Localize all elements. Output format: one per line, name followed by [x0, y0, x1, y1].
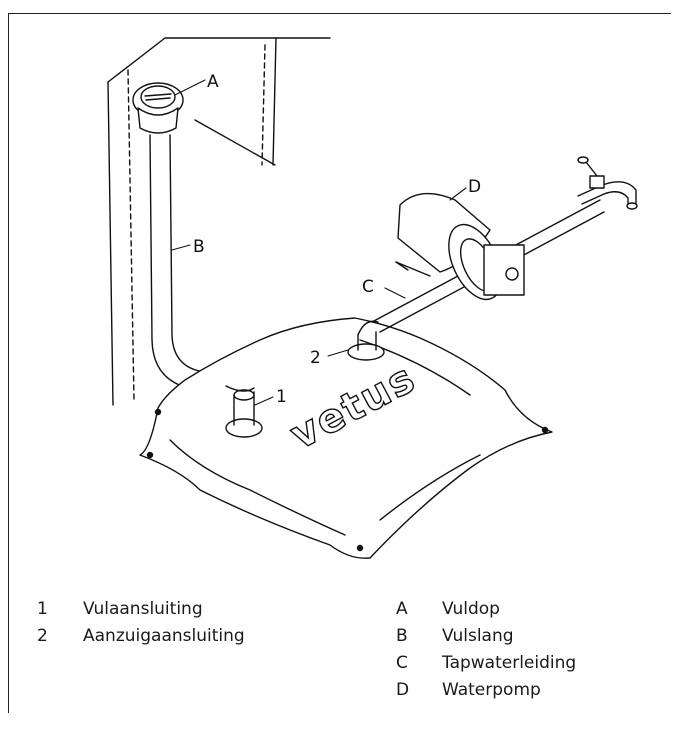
legend-key: C	[396, 653, 408, 673]
legend-item: 2 Aanzuigaansluiting	[37, 623, 245, 650]
bladder-tank	[139, 317, 553, 559]
legend-label: Tapwaterleiding	[442, 653, 577, 673]
legend-label: Vulaansluiting	[83, 599, 203, 619]
legend-left: 1 Vulaansluiting 2 Aanzuigaansluiting	[37, 596, 245, 650]
legend-item: D Waterpomp	[396, 677, 576, 704]
callout-1: 1	[276, 387, 287, 407]
deck-box	[107, 37, 331, 406]
suction-connection	[347, 320, 385, 361]
water-pump	[395, 192, 525, 301]
legend-item: B Vulslang	[396, 623, 576, 650]
legend-key: B	[396, 626, 408, 646]
faucet	[577, 156, 638, 210]
callout-2: 2	[310, 348, 321, 368]
legend-label: Aanzuigaansluiting	[83, 626, 245, 646]
legend-item: C Tapwaterleiding	[396, 650, 576, 677]
fill-connection	[225, 385, 263, 438]
filler-cap	[132, 82, 184, 134]
frame-left-border	[8, 13, 9, 713]
callout-c: C	[362, 277, 374, 297]
legend-key: 2	[37, 626, 48, 646]
legend-item: A Vuldop	[396, 596, 576, 623]
callout-a: A	[207, 72, 219, 92]
legend-item: 1 Vulaansluiting	[37, 596, 245, 623]
legend-right: A Vuldop B Vulslang C Tapwaterleiding D …	[396, 596, 576, 704]
tank-installation-diagram: vetus A B C D 1 2	[107, 37, 638, 559]
filler-hose	[149, 134, 243, 393]
callout-d: D	[468, 177, 481, 197]
legend-key: D	[396, 680, 410, 700]
frame-top-border	[8, 13, 671, 14]
callout-b: B	[193, 237, 205, 257]
leader-lines	[171, 79, 467, 406]
legend-label: Vuldop	[442, 599, 500, 619]
legend-key: A	[396, 599, 408, 619]
legend-label: Vulslang	[442, 626, 514, 646]
legend-label: Waterpomp	[442, 680, 541, 700]
legend-key: 1	[37, 599, 48, 619]
